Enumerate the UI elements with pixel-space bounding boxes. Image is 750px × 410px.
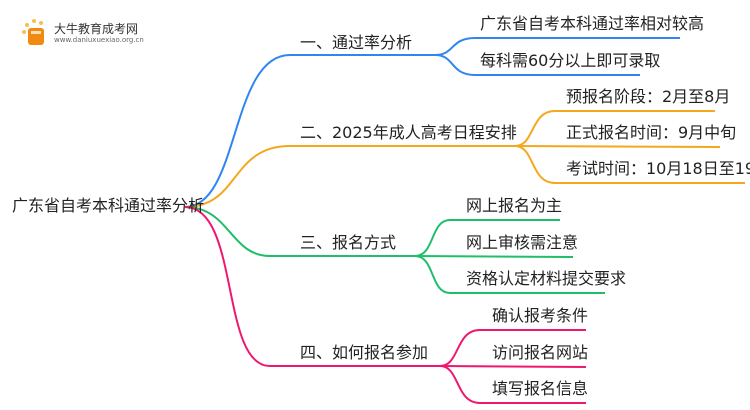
logo-url: www.daniuxuexiao.org.cn [54, 36, 144, 44]
branch-3-child: 资格认定材料提交要求 [466, 269, 627, 288]
branch-2: 二、2025年成人高考日程安排 [300, 123, 517, 142]
branch-2-child: 正式报名时间：9月中旬 [566, 123, 737, 142]
branch-1: 一、通过率分析 [300, 33, 413, 52]
branch-1-lines [184, 37, 680, 208]
branch-3: 三、报名方式 [300, 233, 397, 252]
logo-name: 大牛教育成考网 [54, 22, 139, 36]
branch-2-child: 考试时间：10月18日至19日 [566, 159, 750, 178]
branch-4: 四、如何报名参加 [300, 343, 429, 362]
branch-1-child: 每科需60分以上即可录取 [480, 51, 661, 70]
root-node: 广东省自考本科通过率分析 [12, 196, 205, 215]
branch-4-child: 访问报名网站 [492, 343, 589, 362]
branch-4-lines [184, 206, 587, 404]
branch-2-child: 预报名阶段：2月至8月 [566, 87, 731, 106]
branch-3-child: 网上审核需注意 [466, 233, 579, 252]
branch-4-child: 填写报名信息 [492, 379, 589, 398]
branch-1-child: 广东省自考本科通过率相对较高 [480, 14, 705, 33]
branch-4-child: 确认报考条件 [492, 306, 589, 325]
branch-2-lines [184, 110, 745, 208]
branch-3-lines [184, 206, 605, 294]
branch-3-child: 网上报名为主 [466, 196, 563, 215]
